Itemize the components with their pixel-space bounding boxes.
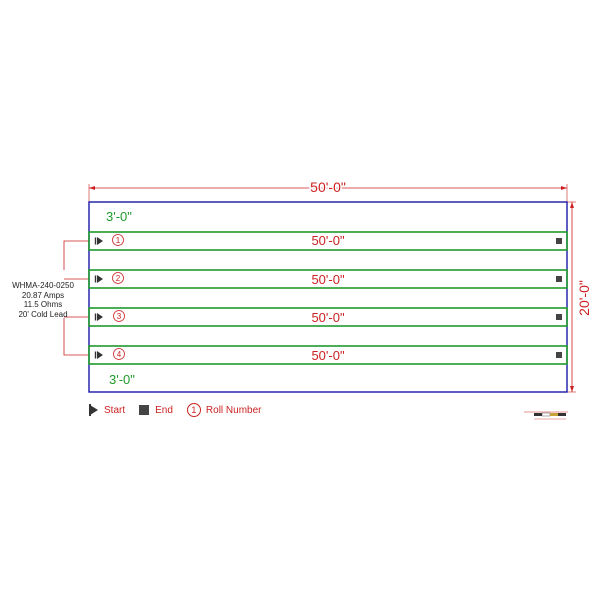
width-dimension-arrow-right xyxy=(561,186,567,190)
roll-3-length-label: 50'-0" xyxy=(311,310,345,325)
roll-3-start-marker xyxy=(97,313,103,321)
cold-lead-lines xyxy=(63,240,89,356)
width-dimension-arrow-left xyxy=(89,186,95,190)
roll-3-outline xyxy=(88,307,568,327)
roll-4-end-marker xyxy=(556,352,562,358)
roll-3-number: 3 xyxy=(117,312,122,321)
spec-ohms: 11.5 Ohms xyxy=(23,300,63,309)
roll-2-end-marker xyxy=(556,276,562,282)
legend-end-label: End xyxy=(155,404,173,416)
overall-height-label: 20'-0" xyxy=(576,280,592,316)
legend: Start End 1 Roll Number xyxy=(89,403,276,417)
scale-bar-graphic xyxy=(524,411,568,420)
roll-4-start-marker xyxy=(97,351,103,359)
roll-2-number: 2 xyxy=(116,274,121,283)
legend-roll-number-label: Roll Number xyxy=(205,404,262,416)
height-dimension-arrow-top xyxy=(570,202,574,208)
cold-lead-line-4 xyxy=(63,318,89,356)
legend-end: End xyxy=(139,405,173,416)
end-marker-icon xyxy=(139,405,150,415)
roll-4: 4 50'-0" xyxy=(88,345,568,365)
roll-3-number-circle xyxy=(113,310,125,322)
roll-2-number-circle xyxy=(112,272,124,284)
roll-1-outline xyxy=(88,231,568,251)
bottom-spacing-label: 3'-0" xyxy=(109,372,135,387)
roll-1-number: 1 xyxy=(116,236,121,245)
roll-4-number: 4 xyxy=(117,350,122,359)
roll-1-end-marker xyxy=(556,238,562,244)
legend-start-label: Start xyxy=(104,404,126,416)
mat-specification: WHMA-240-0250 20.87 Amps 11.5 Ohms 20' C… xyxy=(0,281,86,319)
roll-1-number-circle xyxy=(112,234,124,246)
legend-start: Start xyxy=(89,404,126,416)
roll-1: 1 50'-0" xyxy=(88,231,568,251)
spec-model: WHMA-240-0250 xyxy=(12,281,74,290)
top-spacing-label: 3'-0" xyxy=(106,209,132,224)
roll-4-outline xyxy=(88,345,568,365)
roll-2-length-label: 50'-0" xyxy=(311,272,345,287)
roll-1-start-marker xyxy=(97,237,103,245)
roll-3-end-marker xyxy=(556,314,562,320)
cold-lead-line-1 xyxy=(63,240,89,270)
spec-amps: 20.87 Amps xyxy=(21,290,65,300)
spec-cold-lead: 20' Cold Lead xyxy=(18,309,68,319)
roll-2-start-marker xyxy=(97,275,103,283)
roll-4-number-circle xyxy=(113,348,125,360)
room-outline xyxy=(88,201,568,393)
roll-1-length-label: 50'-0" xyxy=(311,233,345,248)
height-dimension-arrow-bottom xyxy=(570,386,574,392)
start-marker-icon xyxy=(89,404,98,416)
roll-2: 2 50'-0" xyxy=(88,269,568,289)
overall-width-label: 50'-0" xyxy=(310,179,346,195)
legend-roll-number: 1 Roll Number xyxy=(186,403,262,417)
roll-2-outline xyxy=(88,269,568,289)
roll-3: 3 50'-0" xyxy=(88,307,568,327)
roll-number-icon: 1 xyxy=(186,403,201,417)
roll-4-length-label: 50'-0" xyxy=(311,348,345,363)
